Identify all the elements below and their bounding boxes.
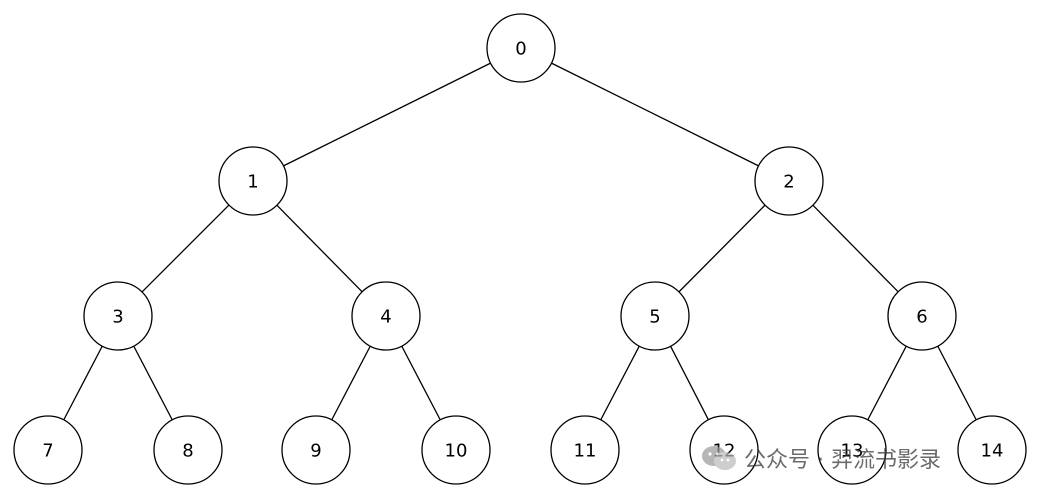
edge-0-2 (551, 62, 759, 167)
node-circle (281, 415, 351, 485)
node-label: 9 (310, 441, 321, 462)
node-label: 6 (916, 307, 927, 328)
tree-node-14: 14 (957, 415, 1027, 485)
edge-4-9 (331, 345, 371, 421)
node-circle (754, 146, 824, 216)
tree-node-1: 1 (218, 146, 288, 216)
node-circle (620, 281, 690, 351)
node-label: 1 (247, 172, 258, 193)
node-circle (153, 415, 223, 485)
edge-3-8 (133, 345, 173, 421)
node-circle (13, 415, 83, 485)
edges-layer (63, 62, 977, 421)
node-label: 11 (574, 441, 597, 462)
tree-node-10: 10 (421, 415, 491, 485)
node-label: 7 (42, 441, 53, 462)
edge-2-6 (812, 204, 899, 293)
tree-node-9: 9 (281, 415, 351, 485)
tree-node-4: 4 (351, 281, 421, 351)
node-label: 5 (649, 307, 660, 328)
edge-5-12 (669, 345, 710, 421)
tree-node-6: 6 (887, 281, 957, 351)
tree-node-3: 3 (83, 281, 153, 351)
node-circle (887, 281, 957, 351)
node-circle (957, 415, 1027, 485)
tree-node-5: 5 (620, 281, 690, 351)
tree-node-12: 12 (689, 415, 759, 485)
node-circle (218, 146, 288, 216)
node-circle (550, 415, 620, 485)
tree-node-2: 2 (754, 146, 824, 216)
node-label: 13 (841, 441, 864, 462)
tree-node-8: 8 (153, 415, 223, 485)
edge-2-5 (678, 204, 766, 293)
tree-node-0: 0 (486, 13, 556, 83)
node-label: 10 (445, 441, 468, 462)
edge-6-13 (867, 345, 907, 421)
node-label: 12 (713, 441, 736, 462)
edge-0-1 (283, 62, 491, 167)
node-circle (486, 13, 556, 83)
node-label: 0 (515, 39, 526, 60)
node-label: 8 (182, 441, 193, 462)
tree-node-7: 7 (13, 415, 83, 485)
edge-1-4 (276, 204, 363, 293)
edge-1-3 (141, 204, 230, 293)
edge-3-7 (63, 345, 103, 421)
node-circle (351, 281, 421, 351)
tree-node-13: 13 (817, 415, 887, 485)
node-label: 3 (112, 307, 123, 328)
edge-4-10 (401, 345, 441, 421)
node-label: 4 (380, 307, 391, 328)
tree-node-11: 11 (550, 415, 620, 485)
node-label: 14 (981, 441, 1004, 462)
edge-6-14 (937, 345, 977, 421)
node-circle (83, 281, 153, 351)
edge-5-11 (600, 345, 640, 421)
node-label: 2 (783, 172, 794, 193)
node-circle (817, 415, 887, 485)
node-circle (421, 415, 491, 485)
